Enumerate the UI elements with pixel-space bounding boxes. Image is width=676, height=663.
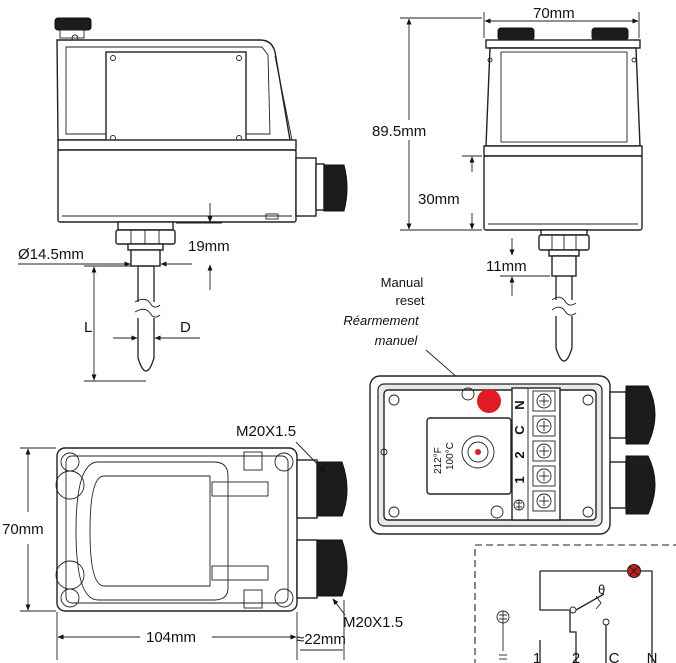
front-base-housing — [483, 155, 643, 231]
cover-panel — [105, 51, 247, 145]
bottom-housing — [56, 447, 298, 612]
reset-label: reset — [396, 293, 425, 308]
length-bottom-label: 104mm — [146, 629, 196, 646]
probe-diameter-label: Ø14.5mm — [18, 246, 84, 263]
dial-fahrenheit: 212°F — [433, 447, 444, 474]
terminal-C: C — [512, 425, 527, 435]
terminal-2: 2 — [512, 451, 527, 458]
height-total-label: 89.5mm — [372, 123, 426, 140]
manual-reset-callout: Manual reset Réarmement manuel — [343, 275, 476, 394]
terminal-block — [511, 387, 561, 521]
bottom-gland-bottom-icon — [316, 539, 348, 597]
left-knob-bottom-icon — [55, 560, 85, 590]
terminal-N: N — [512, 400, 527, 409]
internal-view: 212°F 100°C N C 2 1 — [369, 375, 656, 535]
width-top-label: 70mm — [533, 5, 575, 22]
dial-celsius: 100°C — [445, 442, 456, 470]
gland-bottom-label: M20X1.5 — [343, 614, 403, 631]
gland-top-label: M20X1.5 — [236, 423, 296, 440]
right-gland-bottom-icon — [625, 455, 656, 515]
mounting-nut — [115, 229, 176, 245]
reset-button-icon[interactable] — [477, 389, 501, 413]
diameter-D-label: D — [180, 319, 191, 336]
switch-contact — [575, 593, 605, 611]
theta-label: θ — [598, 582, 605, 597]
rearmement-label: Réarmement — [343, 313, 420, 328]
cable-gland-icon — [323, 164, 348, 212]
schematic-ground-icon — [496, 610, 510, 660]
schematic-label-2: 2 — [572, 650, 580, 663]
sensor-probe — [137, 318, 155, 372]
front-view: 70mm 89.5mm 30mm — [372, 5, 643, 362]
schematic-label-N: N — [647, 650, 658, 663]
bottom-view: M20X1.5 M20X1.5 70mm 104mm ≈22mm — [2, 423, 403, 660]
adjust-knob-icon — [54, 17, 92, 31]
wiring-schematic: θ 1 2 C N — [474, 544, 676, 663]
gland-projection-label: ≈22mm — [296, 631, 346, 648]
ground-symbol-icon — [513, 499, 525, 511]
width-bottom-label: 70mm — [2, 521, 44, 538]
terminal-1: 1 — [512, 476, 527, 483]
left-knob-top-icon — [55, 470, 85, 500]
stem-length-label: 11mm — [486, 258, 527, 275]
height-case-label: 30mm — [418, 191, 460, 208]
side-view: Ø14.5mm 19mm L D — [18, 17, 348, 382]
right-gland-top-icon — [625, 385, 656, 445]
schematic-label-1: 1 — [533, 650, 541, 663]
nut-height-label: 19mm — [188, 238, 230, 255]
schematic-label-C: C — [609, 650, 620, 663]
length-L-label: L — [84, 319, 92, 336]
manuel-label: manuel — [375, 333, 419, 348]
front-sensor-probe — [555, 316, 573, 362]
bottom-gland-top-icon — [316, 461, 348, 517]
base-housing — [57, 149, 297, 223]
terminal-screws — [532, 390, 556, 512]
manual-label: Manual — [381, 275, 424, 290]
thermostat-dial-icon — [461, 435, 495, 469]
